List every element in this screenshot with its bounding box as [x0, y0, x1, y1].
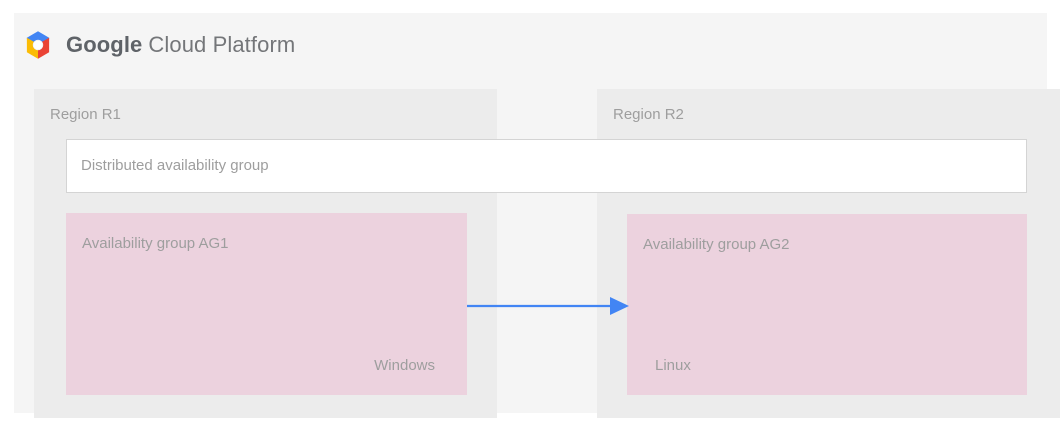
- availability-group-title-ag1: Availability group AG1: [82, 235, 229, 252]
- os-label-windows: Windows: [374, 357, 435, 374]
- availability-group-box-ag2: Availability group AG2 Linux: [627, 214, 1027, 395]
- os-label-linux: Linux: [655, 357, 691, 374]
- gcp-branding: Google Cloud Platform: [22, 19, 295, 71]
- distributed-availability-group-box: Distributed availability group: [66, 139, 1027, 193]
- availability-group-box-ag1: Availability group AG1 Windows: [66, 213, 467, 395]
- brand-cloud-platform: Cloud Platform: [148, 32, 296, 57]
- availability-group-title-ag2: Availability group AG2: [643, 236, 790, 253]
- brand-google: Google: [66, 32, 143, 57]
- gcp-wordmark: Google Cloud Platform: [66, 32, 295, 58]
- region-label-r1: Region R1: [50, 106, 121, 123]
- replication-arrow-icon: [467, 297, 629, 315]
- region-label-r2: Region R2: [613, 106, 684, 123]
- google-cloud-platform-hexagon-icon: [22, 29, 54, 61]
- distributed-availability-group-label: Distributed availability group: [81, 157, 269, 174]
- diagram-card: Google Cloud Platform Region R1 Region R…: [14, 13, 1060, 418]
